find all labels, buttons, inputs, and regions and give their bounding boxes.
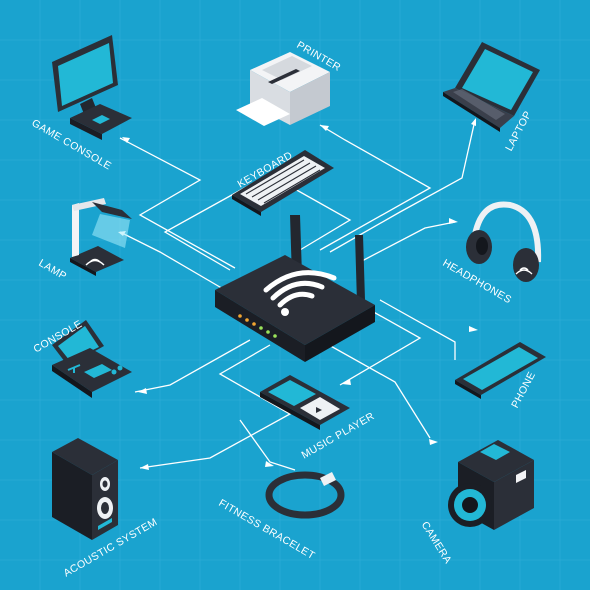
phone-icon (455, 342, 546, 399)
arrow-printer (320, 125, 329, 131)
keyboard-icon (232, 150, 334, 216)
line-laptop (329, 119, 476, 253)
speaker-icon (52, 438, 118, 540)
arrow-camera (429, 439, 438, 445)
wifi-router (215, 215, 375, 362)
arrow-phone (469, 326, 478, 332)
line-camera (319, 339, 431, 439)
line-printer-b (319, 124, 432, 251)
arrow-console (138, 388, 147, 394)
arrow-music-player (342, 379, 351, 385)
lamp-icon (70, 198, 132, 276)
wifi-icon (263, 270, 337, 308)
router-leds (238, 314, 277, 338)
line-headphones (359, 221, 456, 263)
arrow-game-console (122, 137, 130, 143)
arrow-laptop (471, 118, 476, 126)
line-acoustic (139, 344, 292, 469)
line-music-player (339, 309, 422, 386)
music-player-icon (260, 375, 350, 430)
line-phone (379, 299, 456, 360)
arrows (118, 118, 478, 470)
arrow-headphones (449, 218, 458, 224)
wifi-dot (281, 308, 289, 316)
line-fitness (239, 419, 296, 471)
monitor-icon (52, 35, 132, 140)
camera-icon (448, 440, 534, 530)
headphones-icon (466, 201, 542, 282)
connection-lines (119, 119, 476, 471)
printer-icon (236, 52, 330, 126)
line-game-console (119, 137, 236, 269)
bracelet-icon (265, 471, 345, 519)
arrow-acoustic (140, 464, 149, 470)
line-lamp (119, 231, 226, 291)
line-console (134, 339, 251, 393)
arrow-fitness (265, 461, 274, 467)
handheld-console-icon (52, 320, 132, 398)
laptop-icon (443, 42, 540, 132)
